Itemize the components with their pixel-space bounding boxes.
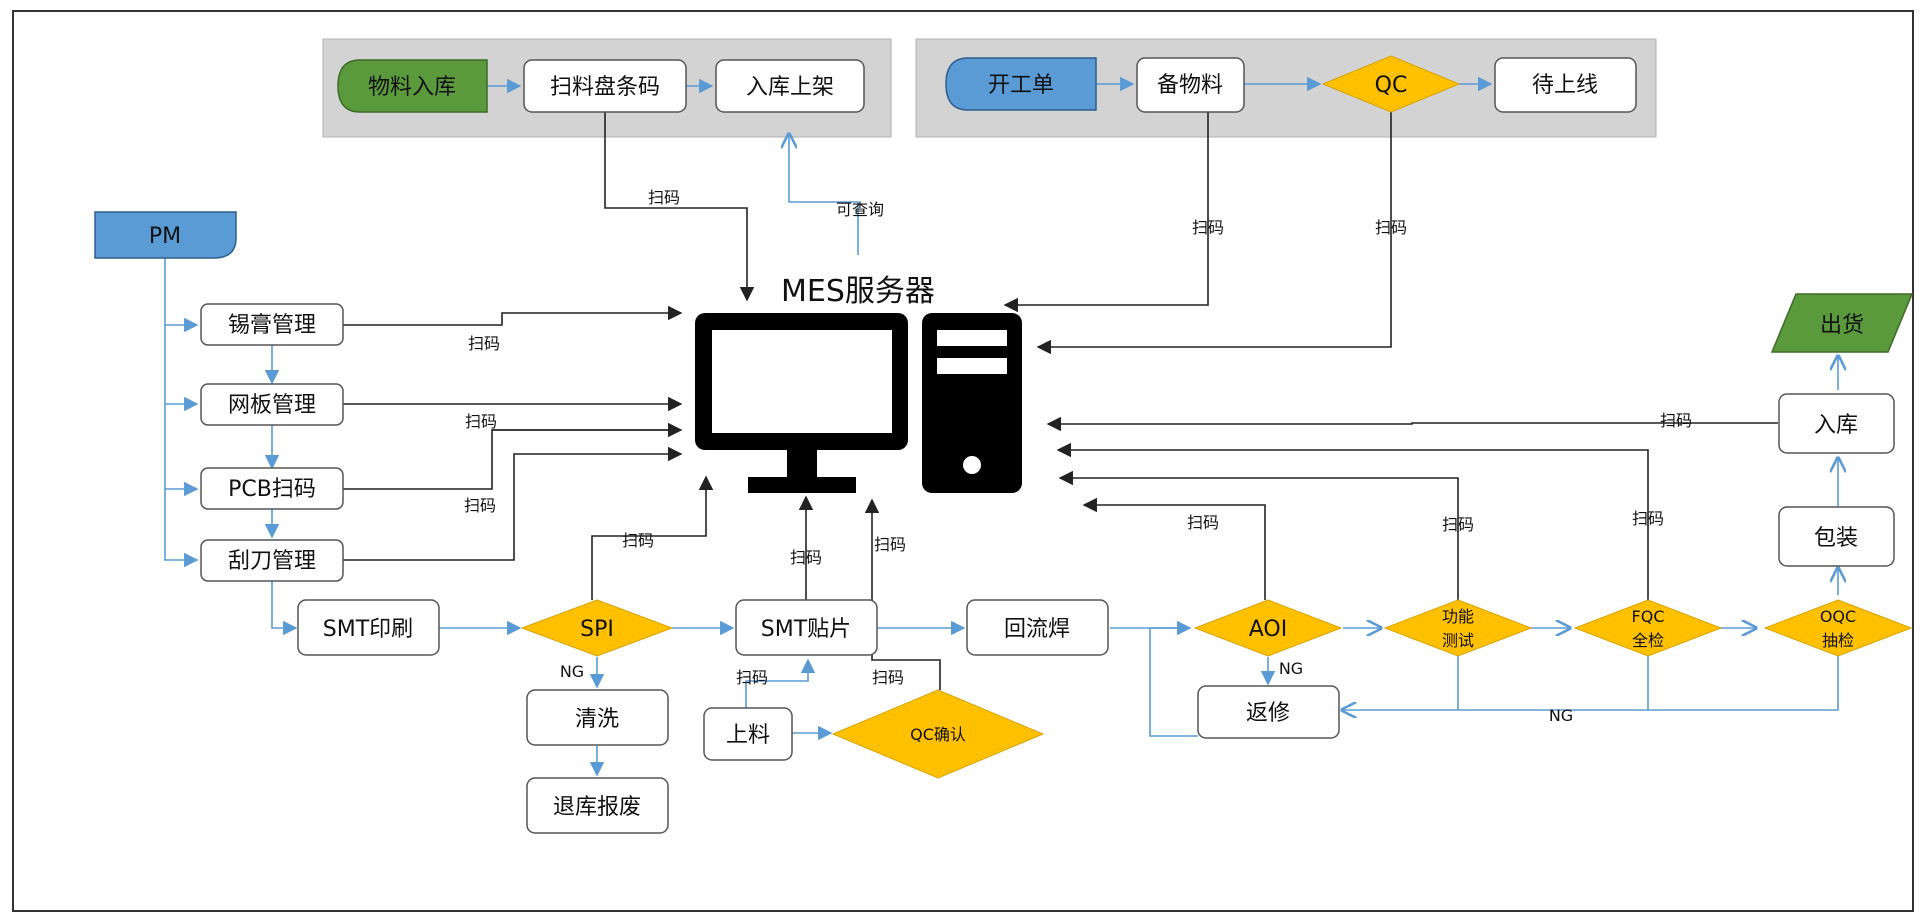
node-work-order: 开工单 (945, 57, 1097, 111)
node-fqc: FQC 全检 (1573, 599, 1723, 657)
node-func-test-label-2: 测试 (1442, 631, 1474, 650)
node-scan-reel: 扫料盘条码 (523, 59, 687, 113)
label-warehouse-scan: 扫码 (1660, 411, 1692, 430)
node-shelve: 入库上架 (715, 59, 865, 113)
node-package: 包装 (1778, 506, 1895, 567)
node-clean-label: 清洗 (575, 707, 619, 732)
node-load-material-label: 上料 (726, 723, 770, 748)
node-aoi-label: AOI (1249, 617, 1287, 642)
node-ship: 出货 (1770, 293, 1914, 353)
node-smt-mount-label: SMT贴片 (761, 617, 851, 642)
node-package-label: 包装 (1814, 526, 1858, 551)
node-squeegee-label: 刮刀管理 (228, 549, 316, 574)
server-title: MES服务器 (781, 274, 935, 309)
node-material-in: 物料入库 (337, 59, 488, 113)
node-oqc-label-2: 抽检 (1822, 631, 1854, 650)
node-spi: SPI (520, 599, 674, 657)
node-pcb-scan: PCB扫码 (200, 467, 344, 510)
node-prep-material: 备物料 (1136, 57, 1245, 113)
label-fqc-scan: 扫码 (1632, 509, 1664, 528)
label-spi-ng: NG (560, 662, 584, 681)
label-qc-confirm-scan: 扫码 (874, 535, 906, 554)
node-oqc: OQC 抽检 (1763, 599, 1913, 657)
label-prep-scan: 扫码 (1192, 218, 1224, 237)
node-warehouse: 入库 (1778, 393, 1895, 454)
node-await-line-label: 待上线 (1532, 73, 1598, 98)
node-qc-confirm: QC确认 (831, 689, 1045, 779)
node-stencil-label: 网板管理 (228, 393, 316, 418)
node-pcb-scan-label: PCB扫码 (228, 477, 316, 502)
edge-labels: 扫码 可查询 扫码 扫码 扫码 扫码 扫码 扫码 扫码 扫码 扫码 扫码 扫码 … (464, 188, 1692, 725)
label-aoi-ng: NG (1279, 659, 1303, 678)
node-smt-print: SMT印刷 (297, 599, 440, 656)
label-spi-scan: 扫码 (622, 531, 654, 550)
node-smt-print-label: SMT印刷 (323, 617, 413, 642)
label-qc-scan: 扫码 (1375, 218, 1407, 237)
node-aoi: AOI (1193, 599, 1343, 657)
node-scrap-label: 退库报废 (553, 795, 641, 820)
node-fqc-label-2: 全检 (1632, 631, 1664, 650)
label-func-scan: 扫码 (1442, 515, 1474, 534)
node-warehouse-label: 入库 (1814, 413, 1858, 438)
label-mount-scan: 扫码 (790, 548, 822, 567)
node-await-line: 待上线 (1494, 57, 1637, 113)
node-oqc-label-1: OQC (1820, 607, 1856, 626)
node-fqc-label-1: FQC (1632, 607, 1665, 626)
node-qc-top-label: QC (1375, 73, 1408, 98)
label-solder-scan: 扫码 (468, 334, 500, 353)
label-load-scan: 扫码 (736, 668, 768, 687)
node-prep-material-label: 备物料 (1157, 73, 1223, 98)
node-repair: 返修 (1197, 685, 1340, 739)
label-load-scan-2: 扫码 (872, 668, 904, 687)
node-func-test: 功能 测试 (1383, 599, 1533, 657)
node-scrap: 退库报废 (526, 777, 669, 834)
node-material-in-label: 物料入库 (368, 75, 456, 100)
connectors (164, 76, 1838, 777)
node-solder-paste: 锡膏管理 (200, 303, 344, 346)
label-squeegee-scan: 扫码 (464, 496, 496, 515)
node-work-order-label: 开工单 (988, 73, 1054, 98)
node-qc-confirm-label: QC确认 (910, 725, 966, 744)
label-stencil-scan: 扫码 (465, 412, 497, 431)
label-rework-ng: NG (1549, 706, 1573, 725)
node-stencil: 网板管理 (200, 383, 344, 426)
node-solder-paste-label: 锡膏管理 (228, 313, 316, 338)
node-qc-top: QC (1321, 55, 1461, 113)
label-aoi-scan: 扫码 (1187, 513, 1219, 532)
node-spi-label: SPI (580, 617, 614, 642)
node-load-material: 上料 (703, 707, 793, 761)
node-squeegee: 刮刀管理 (200, 539, 344, 582)
node-ship-label: 出货 (1820, 313, 1864, 338)
node-reflow: 回流焊 (966, 599, 1109, 656)
node-func-test-label-1: 功能 (1442, 607, 1474, 626)
label-scan-reel-to-server: 扫码 (648, 188, 680, 207)
node-smt-mount: SMT贴片 (735, 599, 878, 656)
label-queryable: 可查询 (836, 200, 884, 219)
node-pm-label: PM (149, 224, 181, 249)
node-shelve-label: 入库上架 (746, 75, 834, 100)
node-reflow-label: 回流焊 (1004, 617, 1070, 642)
node-scan-reel-label: 扫料盘条码 (550, 75, 660, 100)
node-pm: PM (94, 211, 237, 259)
mes-server-icon (695, 313, 1022, 493)
node-clean: 清洗 (526, 689, 669, 746)
node-repair-label: 返修 (1246, 701, 1290, 726)
